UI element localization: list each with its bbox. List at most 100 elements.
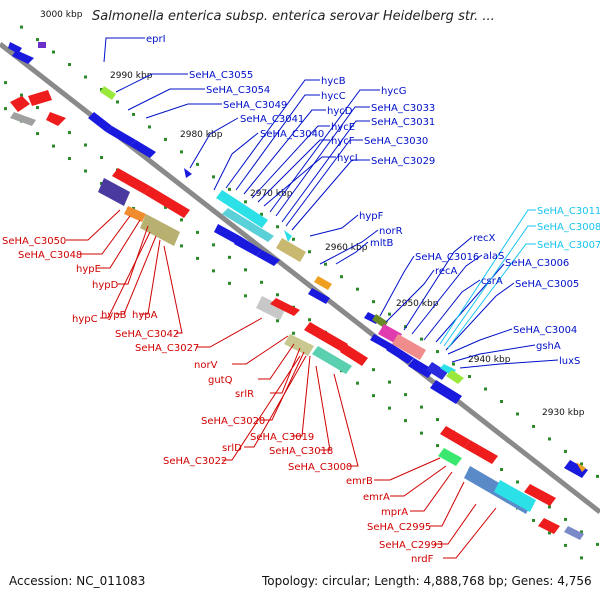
gene-label[interactable]: gshA <box>536 341 561 352</box>
gene-label[interactable]: recA <box>435 266 458 277</box>
gene-label[interactable]: luxS <box>559 356 580 367</box>
gene-label[interactable]: SeHA_C3042 <box>115 329 179 340</box>
gene-blue[interactable] <box>130 140 156 158</box>
gene-blue[interactable] <box>370 334 392 350</box>
gene-label[interactable]: SeHA_C3011 <box>537 206 600 217</box>
gene-label[interactable]: emrB <box>346 476 373 487</box>
gene-red[interactable] <box>538 518 560 534</box>
gene-label[interactable]: hycG <box>381 86 407 97</box>
gene-blue[interactable] <box>184 168 192 178</box>
gene-label[interactable]: csrA <box>481 276 503 287</box>
gene-label[interactable]: norR <box>379 226 403 237</box>
gene-blue[interactable] <box>234 236 262 256</box>
gene-purple[interactable] <box>98 178 130 206</box>
gene-label[interactable]: hycF <box>331 136 355 147</box>
gene-label[interactable]: hycC <box>321 91 346 102</box>
gene-cyan[interactable] <box>494 480 536 512</box>
gene-orange[interactable] <box>314 276 332 290</box>
gene-label[interactable]: hycD <box>327 106 353 117</box>
gene-label[interactable]: hycE <box>331 122 355 133</box>
gene-blue[interactable] <box>8 42 22 54</box>
gene-label[interactable]: hypF <box>359 211 384 222</box>
gene-cyan[interactable] <box>222 208 274 242</box>
gene-teal[interactable] <box>312 346 352 374</box>
gene-label[interactable]: SeHA_C2993 <box>379 540 443 551</box>
gene-label[interactable]: hypB <box>101 310 127 321</box>
gene-label[interactable]: norV <box>194 360 218 371</box>
gene-label[interactable]: nrdF <box>411 554 434 565</box>
gene-label[interactable]: hypC <box>72 314 98 325</box>
gene-olive[interactable] <box>276 238 306 262</box>
gene-label[interactable]: SeHA_C3054 <box>206 85 270 96</box>
gene-blue[interactable] <box>256 250 280 266</box>
gene-label[interactable]: SeHA_C3006 <box>505 258 569 269</box>
gene-olive[interactable] <box>284 334 314 356</box>
gene-label[interactable]: SeHA_C3029 <box>371 156 435 167</box>
gene-label[interactable]: srlD <box>222 443 242 454</box>
gene-label[interactable]: SeHA_C3004 <box>513 325 577 336</box>
gene-label[interactable]: SeHA_C3041 <box>240 114 304 125</box>
gene-red[interactable] <box>112 168 150 194</box>
gene-red[interactable] <box>304 322 348 352</box>
gene-label[interactable]: SeHA_C3007 <box>537 240 600 251</box>
gene-red[interactable] <box>10 96 30 112</box>
gene-label[interactable]: SeHA_C3030 <box>364 136 428 147</box>
gene-label[interactable]: alaS <box>483 251 504 262</box>
gene-red[interactable] <box>46 112 66 126</box>
gene-orange[interactable] <box>124 206 146 222</box>
gene-red[interactable] <box>440 426 470 448</box>
gene-label[interactable]: hypE <box>76 264 101 275</box>
gene-red[interactable] <box>340 344 368 366</box>
gene-purple[interactable] <box>38 42 46 48</box>
gene-red[interactable] <box>524 484 556 506</box>
gene-blue[interactable] <box>564 460 588 478</box>
gene-label[interactable]: mprA <box>381 507 408 518</box>
gene-label[interactable]: SeHA_C3022 <box>163 456 227 467</box>
gene-label[interactable]: SeHA_C2995 <box>367 522 431 533</box>
gene-blue[interactable] <box>12 50 34 64</box>
gene-red[interactable] <box>28 90 52 106</box>
gene-label[interactable]: hycB <box>321 76 346 87</box>
gene-label[interactable]: SeHA_C3049 <box>223 100 287 111</box>
gene-label[interactable]: emrA <box>363 492 390 503</box>
gene-label[interactable]: hypD <box>92 280 119 291</box>
gene-olive[interactable] <box>140 214 180 246</box>
gene-orange[interactable] <box>576 462 586 472</box>
gene-label[interactable]: SeHA_C3008 <box>537 222 600 233</box>
gene-label[interactable]: SeHA_C3055 <box>189 70 253 81</box>
gene-red[interactable] <box>464 440 498 464</box>
gene-red[interactable] <box>144 186 190 218</box>
gene-label[interactable]: srlR <box>235 389 254 400</box>
gene-steel[interactable] <box>564 526 584 540</box>
gene-label[interactable]: recX <box>473 233 496 244</box>
gene-blue[interactable] <box>214 224 240 244</box>
gene-blue[interactable] <box>430 380 462 404</box>
gene-blue[interactable] <box>88 112 112 132</box>
gene-label[interactable]: hypA <box>132 310 158 321</box>
gene-gray[interactable] <box>10 112 36 126</box>
gene-label[interactable]: SeHA_C3018 <box>269 446 333 457</box>
gene-blue[interactable] <box>426 362 448 380</box>
gene-green[interactable] <box>100 86 116 100</box>
gene-label[interactable]: SeHA_C3048 <box>18 250 82 261</box>
gene-blue[interactable] <box>308 288 330 304</box>
gene-label[interactable]: mltB <box>370 238 393 249</box>
gene-red[interactable] <box>270 298 300 316</box>
gene-label[interactable]: hycI <box>337 153 358 164</box>
gene-label[interactable]: gutQ <box>208 375 233 386</box>
gene-label[interactable]: SeHA_C3005 <box>515 279 579 290</box>
gene-label[interactable]: SeHA_C3016 <box>415 252 479 263</box>
gene-gray[interactable] <box>256 296 286 320</box>
gene-blue[interactable] <box>106 126 136 146</box>
gene-label[interactable]: SeHA_C3020 <box>201 416 265 427</box>
gene-blue[interactable] <box>386 344 414 364</box>
gene-cyan[interactable] <box>216 190 268 228</box>
gene-cyan[interactable] <box>284 230 292 242</box>
gene-blue[interactable] <box>408 358 434 378</box>
gene-label[interactable]: SeHA_C3019 <box>250 432 314 443</box>
gene-pink[interactable] <box>392 334 426 360</box>
gene-label[interactable]: SeHA_C3040 <box>260 129 324 140</box>
gene-label[interactable]: SeHA_C3000 <box>288 462 352 473</box>
gene-label[interactable]: SeHA_C3031 <box>371 117 435 128</box>
gene-green[interactable] <box>446 370 464 384</box>
